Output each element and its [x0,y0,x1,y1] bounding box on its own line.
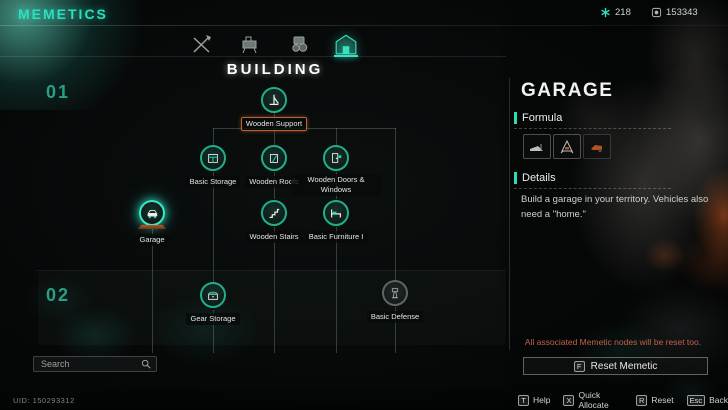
tree-node-wooden-support[interactable]: Wooden Support [229,87,319,131]
tab-weapons[interactable] [186,32,218,56]
key-x: X [563,394,575,406]
currency-value: 153343 [666,7,698,18]
vehicle-part-icon [591,145,602,153]
currency-energy-links: 153343 [651,7,698,18]
memetic-point-icon [601,7,610,18]
key-r: R [635,394,648,406]
tab-building[interactable] [330,32,362,56]
hotkey-bar: T Help X Quick Allocate R Reset Esc Back [518,390,728,410]
formula-divider [514,128,671,129]
gear-storage-icon [208,291,218,300]
tree-connector [336,128,337,145]
tree-node-basic-storage[interactable]: Basic Storage [168,145,258,189]
node-label: Basic Storage [185,176,241,188]
basic-storage-icon [208,154,218,163]
key-t: T [518,394,529,406]
hotkey-label: Quick Allocate [578,390,609,410]
node-label: Wooden Doors & Windows [291,174,381,196]
node-label: Basic Furniture I [304,231,368,243]
tabs-divider [0,56,506,57]
tree-connector [213,172,214,283]
tree-connector [395,307,396,353]
details-text: Build a garage in your territory. Vehicl… [521,194,709,220]
node-label: Basic Defense [366,311,424,323]
node-label: Wooden Roofs [245,176,303,188]
tree-connector [274,128,275,145]
equipment-tab-icon [292,36,308,52]
tree-node-wooden-stairs[interactable]: Wooden Stairs [229,200,319,244]
currency-value: 218 [615,7,631,18]
wooden-stairs-icon [269,208,280,218]
details-divider [514,188,671,189]
key-f: F [573,360,585,372]
tree-connector [336,227,337,353]
key-esc: Esc [686,394,706,406]
tree-node-basic-furniture[interactable]: Basic Furniture I [291,200,381,244]
search-input[interactable] [39,358,138,370]
basic-furniture-icon [331,209,341,218]
garage-building-icon [530,144,543,151]
tree-connector [213,310,214,353]
details-section-label: Details [514,172,556,184]
tree-node-basic-defense[interactable]: Basic Defense [350,280,440,324]
garage-icon [147,209,158,219]
building-tab-icon [335,34,357,55]
hotkey-label: Back [709,395,728,405]
energy-link-icon [651,7,662,18]
tier-2-label: 02 [46,285,71,305]
reset-button-label: Reset Memetic [590,360,658,372]
panel-divider [509,78,510,350]
currency-memetic-points: 218 [600,7,631,18]
formula-slot-3[interactable] [583,134,611,159]
wooden-doors-windows-icon [332,153,342,163]
search-box[interactable] [33,356,157,372]
node-label: Wooden Stairs [245,231,303,243]
tree-connector [274,227,275,353]
tree-node-wooden-roofs[interactable]: Wooden Roofs [229,145,319,189]
reset-warning-text: All associated Memetic nodes will be res… [524,337,702,347]
hotkey-label: Help [533,395,551,405]
lift-structure-icon [560,139,574,154]
category-title: BUILDING [226,61,324,78]
wooden-support-icon [269,94,279,105]
hotkey-back[interactable]: Esc Back [686,394,728,406]
node-label: Gear Storage [186,313,240,325]
node-label: Wooden Support [240,117,308,131]
basic-defense-icon [391,288,399,299]
weapons-tab-icon [193,35,211,53]
wooden-roofs-icon [270,154,278,163]
hotkey-label: Reset [651,395,674,405]
reset-memetic-button[interactable]: F Reset Memetic [523,357,708,375]
page-title: MEMETICS [18,6,108,22]
hotkey-quick-allocate[interactable]: X Quick Allocate [563,390,622,410]
tab-equipment[interactable] [284,32,316,56]
hotkey-reset[interactable]: R Reset [635,394,674,406]
tree-connector [152,227,153,353]
tier-divider [36,270,506,271]
tree-node-garage[interactable]: Garage [107,200,197,247]
tree-node-wooden-doors-windows[interactable]: Wooden Doors & Windows [291,145,381,197]
node-label: Garage [135,234,169,246]
machinery-tab-icon [242,36,257,54]
uid-text: UID: 150293312 [13,396,75,405]
formula-section-label: Formula [514,112,562,124]
node-detail-title: GARAGE [521,80,614,101]
tier-1-label: 01 [46,82,71,102]
tree-connector [395,128,396,280]
tree-connector [213,128,214,145]
active-tab-indicator [334,55,358,57]
formula-slot-1[interactable] [523,134,551,159]
header-divider [0,25,728,26]
tab-machinery[interactable] [234,32,266,56]
formula-slot-2[interactable] [553,134,581,159]
search-icon[interactable] [141,359,151,369]
tree-node-gear-storage[interactable]: Gear Storage [168,282,258,326]
hotkey-help[interactable]: T Help [518,394,551,406]
